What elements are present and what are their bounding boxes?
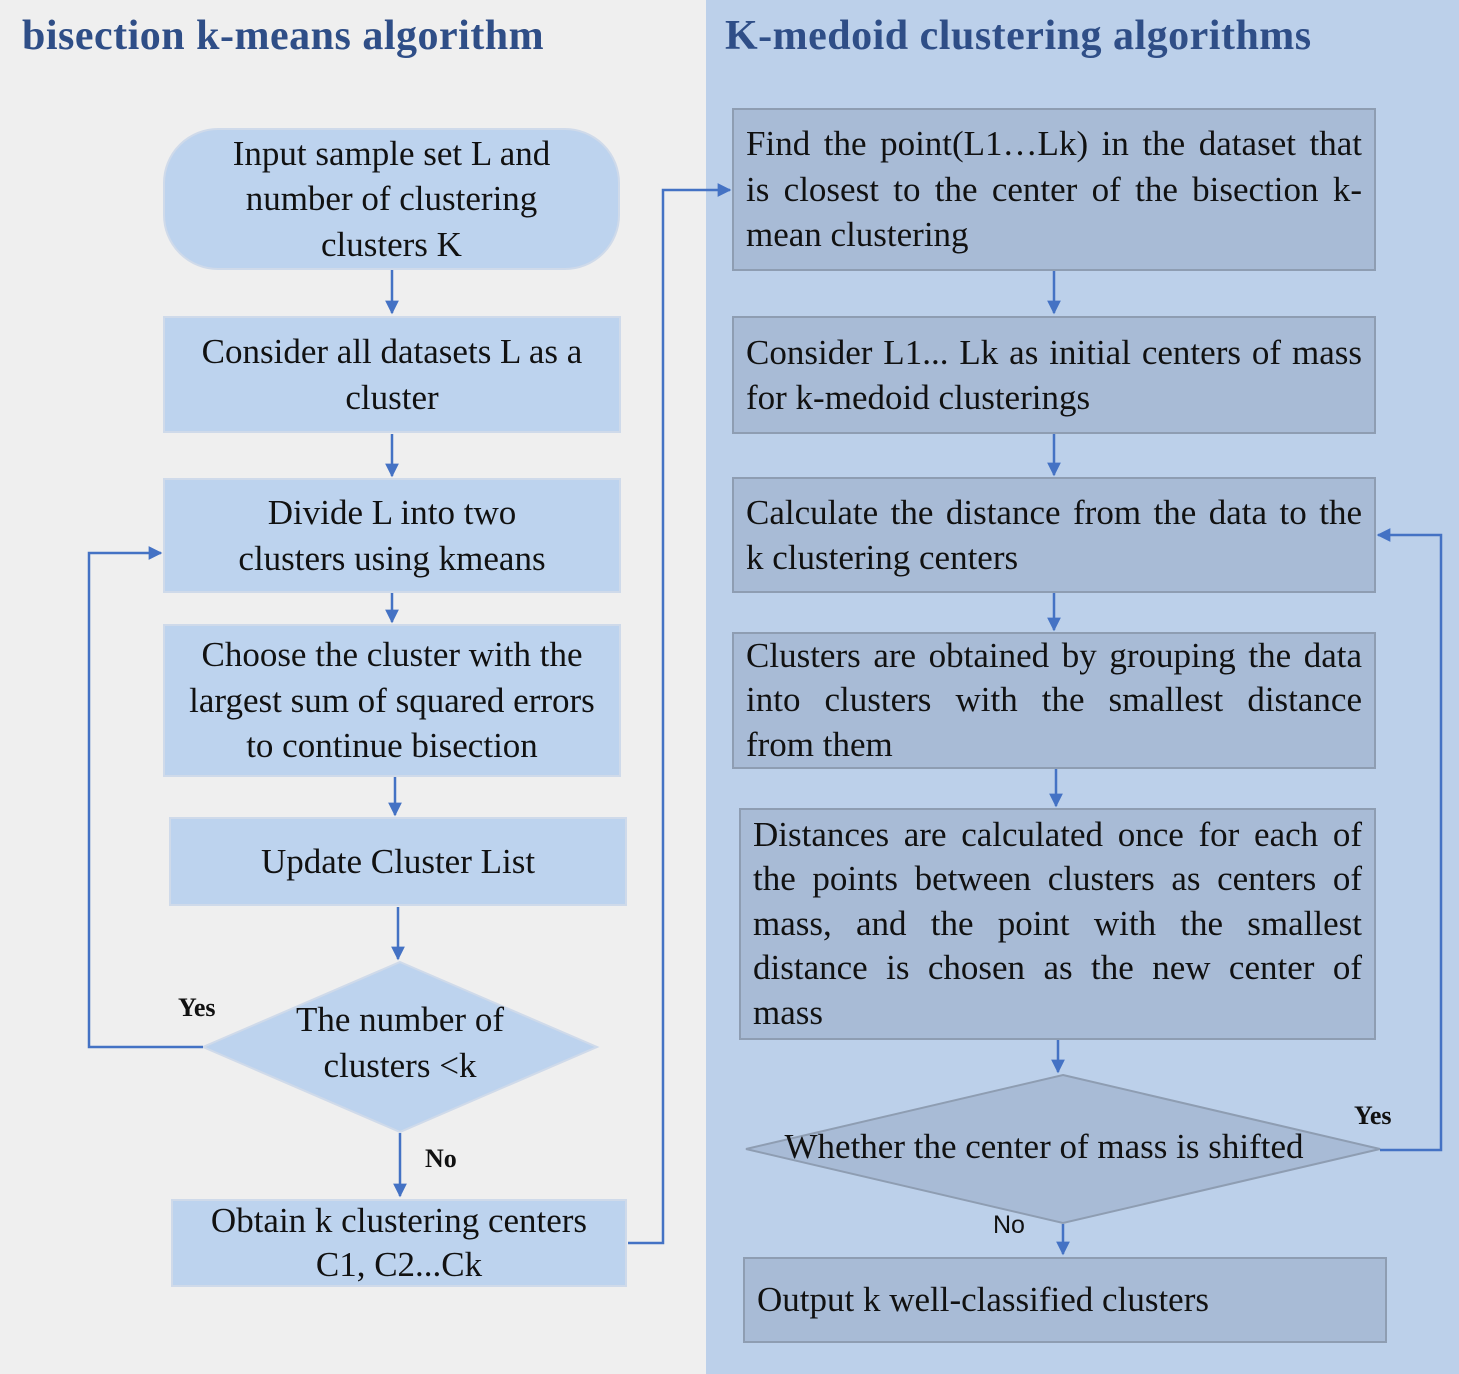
right-yes-label: Yes [1354, 1101, 1392, 1130]
left-decision-text: The number of clusters <k [296, 1000, 504, 1085]
choose-cluster-node: Choose the cluster with the largest sum … [163, 624, 621, 777]
right-decision-diamond [745, 1073, 1381, 1225]
obtain-clusters-node: Clusters are obtained by grouping the da… [732, 632, 1376, 769]
right-panel-title: K-medoid clustering algorithms [725, 13, 1312, 59]
calculate-distance-node: Calculate the distance from the data to … [732, 477, 1376, 593]
distances-node: Distances are calculated once for each o… [739, 808, 1376, 1040]
left-panel-title: bisection k-means algorithm [22, 13, 545, 59]
update-cluster-list-node: Update Cluster List [169, 817, 627, 906]
divide-node: Divide L into two clusters using kmeans [163, 478, 621, 593]
left-yes-label: Yes [178, 993, 216, 1022]
consider-cluster-node: Consider all datasets L as a cluster [163, 316, 621, 433]
left-no-label: No [425, 1144, 457, 1173]
find-point-node: Find the point(L1…Lk) in the dataset tha… [732, 108, 1376, 271]
obtain-centers-node: Obtain k clustering centers C1, C2...Ck [171, 1199, 627, 1287]
output-clusters-node: Output k well-classified clusters [743, 1257, 1387, 1343]
right-no-label: No [993, 1211, 1025, 1239]
right-decision-text: Whether the center of mass is shifted [784, 1127, 1304, 1166]
input-node: Input sample set L and number of cluster… [163, 128, 620, 270]
arrow-decision-yes-loop [87, 546, 203, 1049]
arrow-decision-yes-loop-right [1376, 528, 1443, 1152]
left-decision-diamond [200, 960, 600, 1134]
arrow-obtain-to-find [628, 183, 732, 1245]
initial-centers-node: Consider L1... Lk as initial centers of … [732, 316, 1376, 434]
